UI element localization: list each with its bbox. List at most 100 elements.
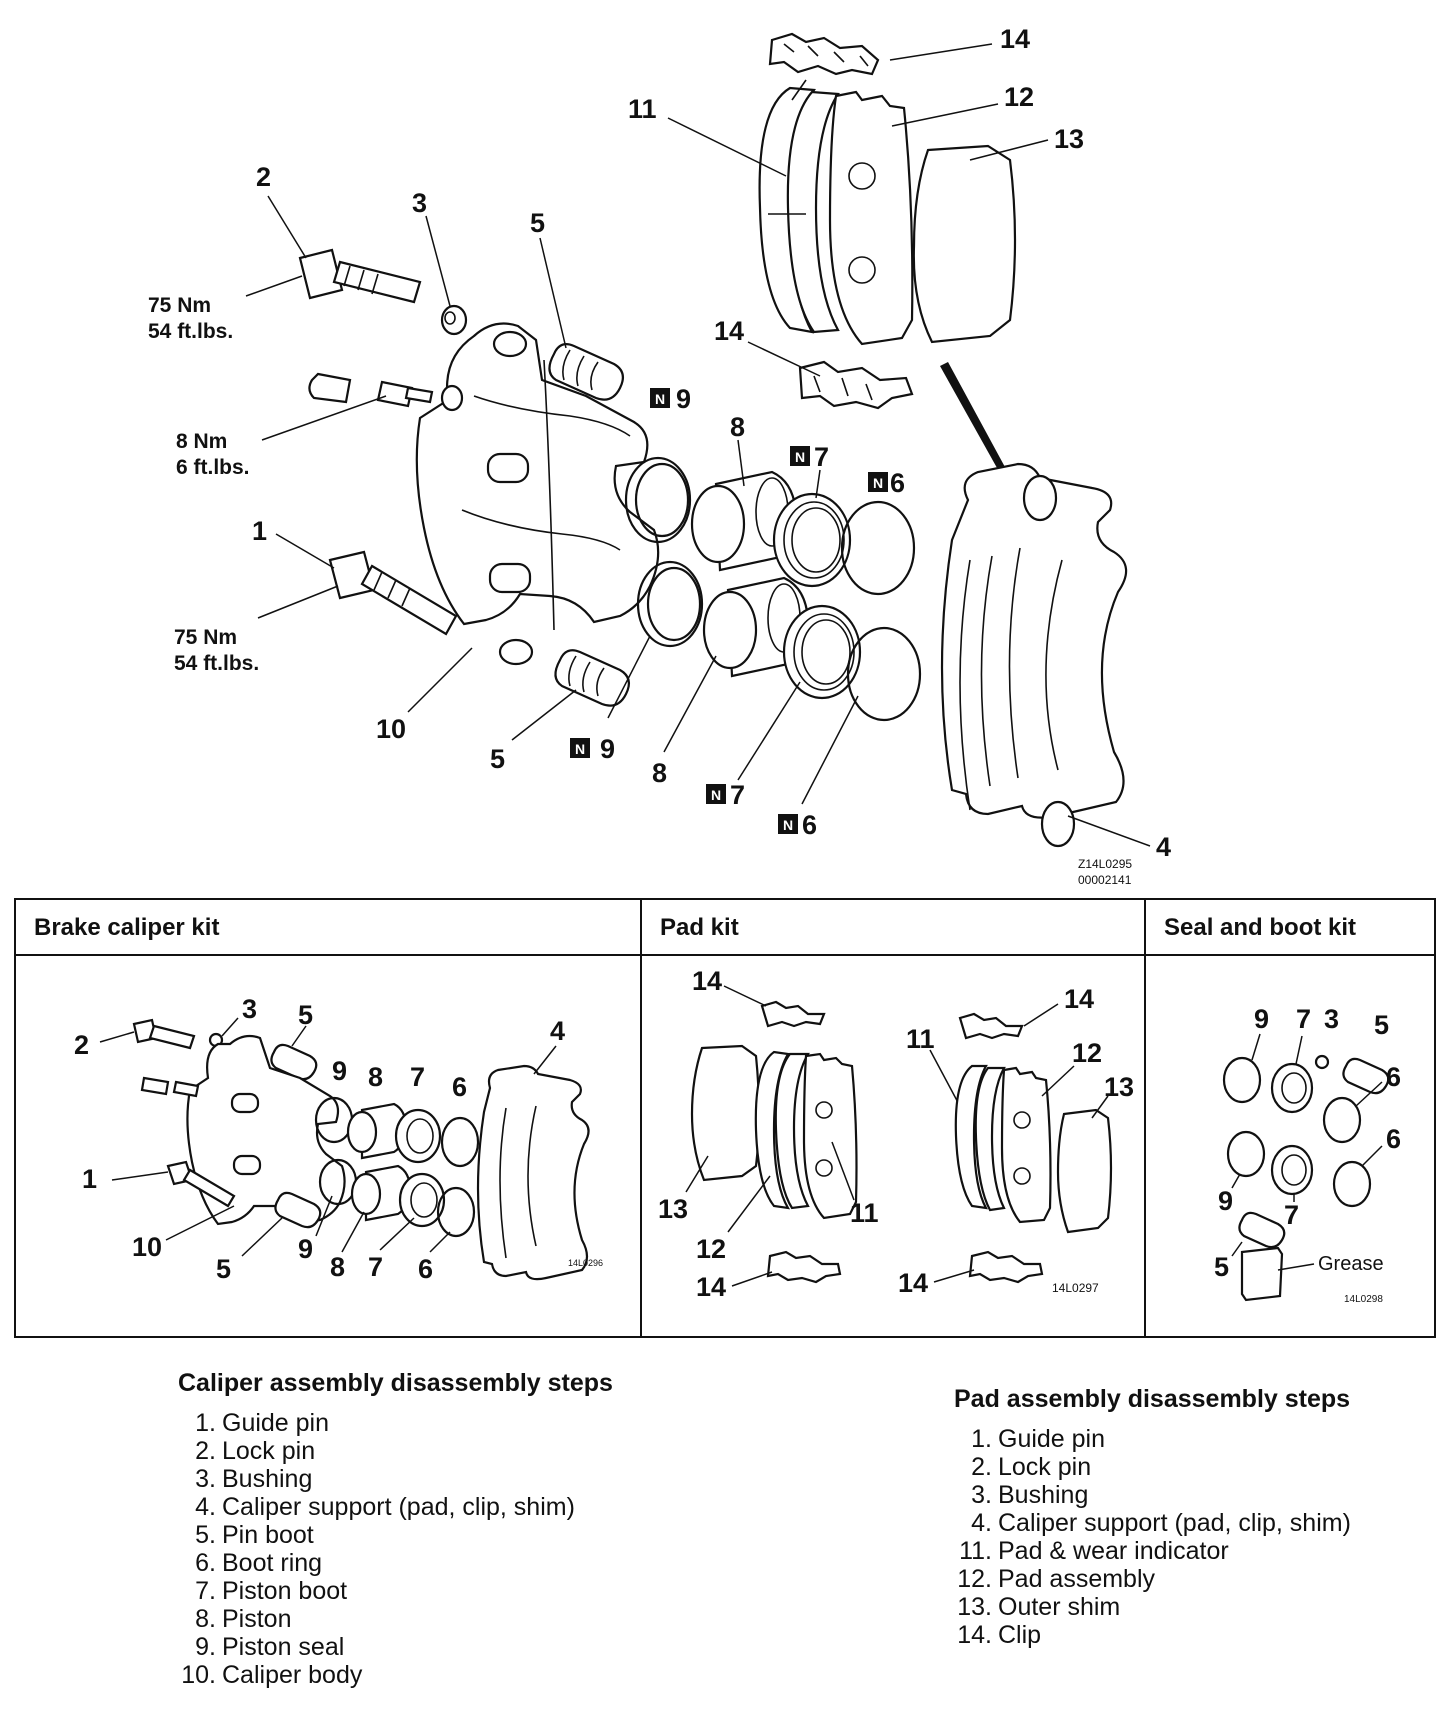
- clip-middle: [798, 360, 914, 410]
- bk-label-1: 1: [82, 1164, 97, 1194]
- leader-10: [407, 647, 473, 713]
- step-text: Clip: [998, 1621, 1042, 1649]
- bushing: [440, 304, 468, 336]
- torque-bot-nm: 75 Nm: [174, 626, 237, 649]
- nonreuse-mark: N: [783, 817, 793, 833]
- sb-code: 14L0298: [1344, 1294, 1383, 1305]
- bk-label-3: 3: [242, 994, 257, 1024]
- clip-top: [768, 32, 880, 76]
- pad-step: 4.Caliper support (pad, clip, shim): [954, 1509, 1424, 1537]
- caliper-step: 4.Caliper support (pad, clip, shim): [178, 1493, 698, 1521]
- step-text: Guide pin: [998, 1425, 1106, 1453]
- torque-bot-ft: 54 ft.lbs.: [174, 652, 259, 675]
- callout-2: 2: [256, 162, 271, 192]
- caliper-steps-title: Caliper assembly disassembly steps: [178, 1369, 613, 1397]
- callout-11: 11: [628, 94, 657, 124]
- callout-9-top: 9: [676, 384, 691, 414]
- pin-boot-top: [548, 343, 625, 401]
- nonreuse-badge-7-bot: [706, 784, 726, 804]
- step-text: Bushing: [998, 1481, 1089, 1509]
- leader-7-bot: [737, 681, 801, 781]
- callout-14-mid: 14: [714, 316, 744, 346]
- lock-pin-top: [298, 248, 422, 304]
- leader-14-mid: [747, 341, 821, 377]
- pad-step: 3.Bushing: [954, 1481, 1424, 1509]
- pin-boot-bottom: [554, 649, 631, 707]
- boot-ring-top: [840, 500, 916, 596]
- caliper-step: 2.Lock pin: [178, 1437, 698, 1465]
- pad-kit-diagram: 14 13 12 11 14 14 11 12: [658, 966, 1134, 1302]
- leader-12: [891, 103, 999, 127]
- step-number: 1.: [195, 1409, 216, 1437]
- pad-label-14-d: 14: [898, 1268, 928, 1298]
- caliper-step: 10.Caliper body: [178, 1661, 698, 1689]
- leader-6-bot: [801, 695, 859, 805]
- sb-label-6-bot: 6: [1386, 1124, 1401, 1154]
- leader-7-top: [815, 469, 821, 499]
- step-text: Caliper support (pad, clip, shim): [222, 1493, 575, 1521]
- seal-boot-kit-title: Seal and boot kit: [1146, 900, 1436, 956]
- step-text: Bushing: [222, 1465, 313, 1493]
- callout-6-top: 6: [890, 468, 905, 498]
- sb-label-9-bot: 9: [1218, 1186, 1233, 1216]
- sb-label-7-top: 7: [1296, 1004, 1311, 1034]
- nonreuse-mark: N: [655, 391, 665, 407]
- pad-label-11-a: 11: [850, 1198, 879, 1228]
- bk-label-7-top: 7: [410, 1062, 425, 1092]
- callout-4: 4: [1156, 832, 1171, 862]
- bk-label-5-top: 5: [298, 1000, 313, 1030]
- outer-shim: [912, 144, 1017, 344]
- step-number: 1.: [971, 1425, 992, 1453]
- step-number: 9.: [195, 1633, 216, 1661]
- callout-5-top: 5: [530, 208, 545, 238]
- caliper-step: 1.Guide pin: [178, 1409, 698, 1437]
- step-number: 6.: [195, 1549, 216, 1577]
- step-number: 4.: [971, 1509, 992, 1537]
- figure-code-2: 00002141: [1078, 873, 1132, 887]
- leader-3: [425, 215, 451, 307]
- leader-5-bot: [511, 689, 577, 741]
- callout-14-top: 14: [1000, 24, 1030, 54]
- caliper-step: 5.Pin boot: [178, 1521, 698, 1549]
- pad-code: 14L0297: [1052, 1281, 1099, 1295]
- step-text: Lock pin: [998, 1453, 1092, 1481]
- sb-label-9-top: 9: [1254, 1004, 1269, 1034]
- bk-label-8-top: 8: [368, 1062, 383, 1092]
- step-text: Piston boot: [222, 1577, 348, 1605]
- torque-top-nm: 75 Nm: [148, 294, 211, 317]
- callout-6-bot: 6: [802, 810, 817, 840]
- nonreuse-badge-9-top: [650, 388, 670, 408]
- bk-label-8-bot: 8: [330, 1252, 345, 1282]
- bk-label-9-bot: 9: [298, 1234, 313, 1264]
- step-number: 10.: [181, 1661, 216, 1689]
- pad-step: 11.Pad & wear indicator: [954, 1537, 1424, 1565]
- leader-5-top: [539, 237, 567, 349]
- pad-step: 12.Pad assembly: [954, 1565, 1424, 1593]
- callout-8-bot: 8: [652, 758, 667, 788]
- leader-8-bot: [663, 655, 717, 753]
- leader-torque-top: [245, 275, 303, 297]
- nonreuse-badge-6-bot: [778, 814, 798, 834]
- step-number: 12.: [957, 1565, 992, 1593]
- step-number: 5.: [195, 1521, 216, 1549]
- sb-label-5-bot: 5: [1214, 1252, 1229, 1282]
- callout-3: 3: [412, 188, 427, 218]
- pad-kit-panel: Pad kit 14 13 12 11 14 14 11: [642, 900, 1146, 1336]
- pad-step: 14.Clip: [954, 1621, 1424, 1649]
- assembly-arrow: [940, 362, 1012, 484]
- nonreuse-mark: N: [873, 475, 883, 491]
- bk-label-2: 2: [74, 1030, 89, 1060]
- bk-label-10: 10: [132, 1232, 162, 1262]
- piston-seal-top: [624, 456, 692, 544]
- pad-label-13-b: 13: [1104, 1072, 1134, 1102]
- nonreuse-mark: N: [711, 787, 721, 803]
- kit-panels: Brake caliper kit 2 3 5 1 10: [14, 898, 1436, 1338]
- pad-label-12-a: 12: [696, 1234, 726, 1264]
- pad-step: 2.Lock pin: [954, 1453, 1424, 1481]
- bleeder-screw: [308, 372, 434, 408]
- pad-step: 1.Guide pin: [954, 1425, 1424, 1453]
- step-number: 13.: [957, 1593, 992, 1621]
- leader-11: [667, 117, 787, 177]
- grease-packet: [1240, 1246, 1284, 1302]
